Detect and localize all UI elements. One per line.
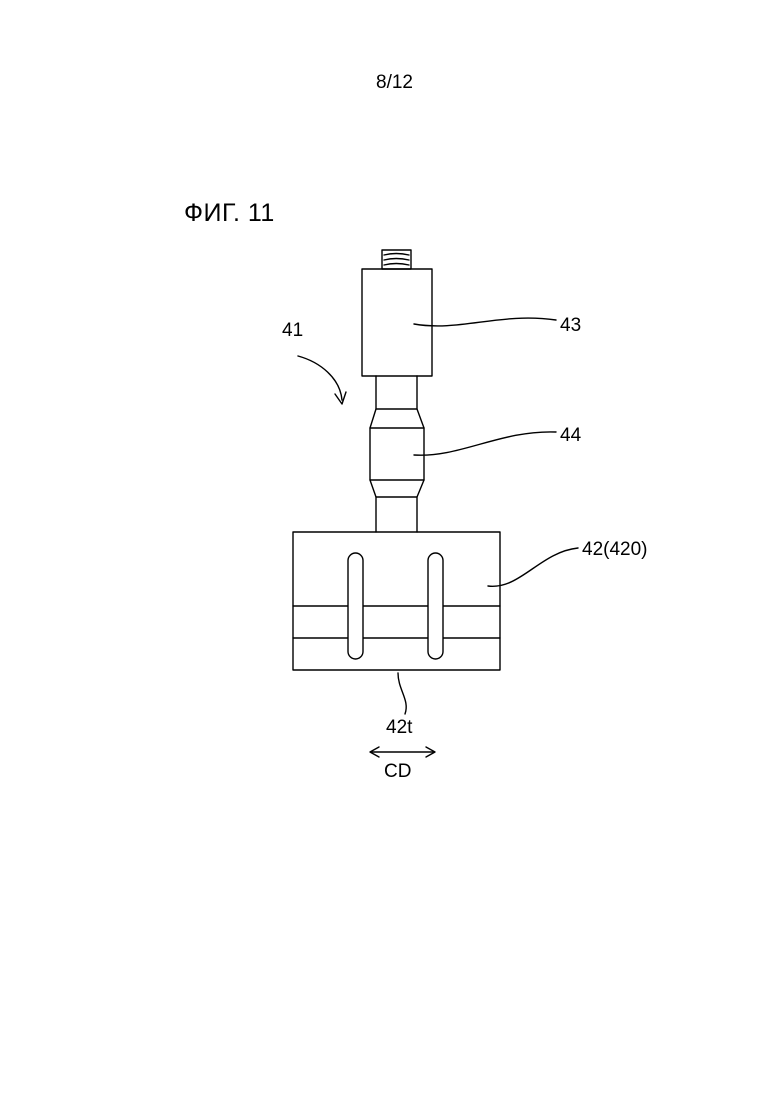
horn <box>293 532 500 670</box>
arrow-41-curve <box>298 356 342 400</box>
horn-slot-right <box>428 553 443 659</box>
label-horn: 42(420) <box>582 540 648 559</box>
label-direction: CD <box>384 762 411 781</box>
label-booster: 44 <box>560 426 581 445</box>
booster-body <box>370 376 424 532</box>
figure-title: ФИГ. 11 <box>184 201 275 226</box>
horn-slot-left <box>348 553 363 659</box>
leader-line-42t <box>398 673 406 714</box>
cd-double-arrow <box>370 747 435 757</box>
leader-line-43 <box>414 318 556 326</box>
label-assembly: 41 <box>282 321 303 340</box>
leader-line-44 <box>414 432 556 455</box>
connector-cap <box>382 250 411 269</box>
converter-body <box>362 269 432 376</box>
leader-line-42 <box>488 548 578 586</box>
label-horn-tip: 42t <box>386 718 412 737</box>
page-number: 8/12 <box>376 73 413 92</box>
label-converter: 43 <box>560 316 581 335</box>
